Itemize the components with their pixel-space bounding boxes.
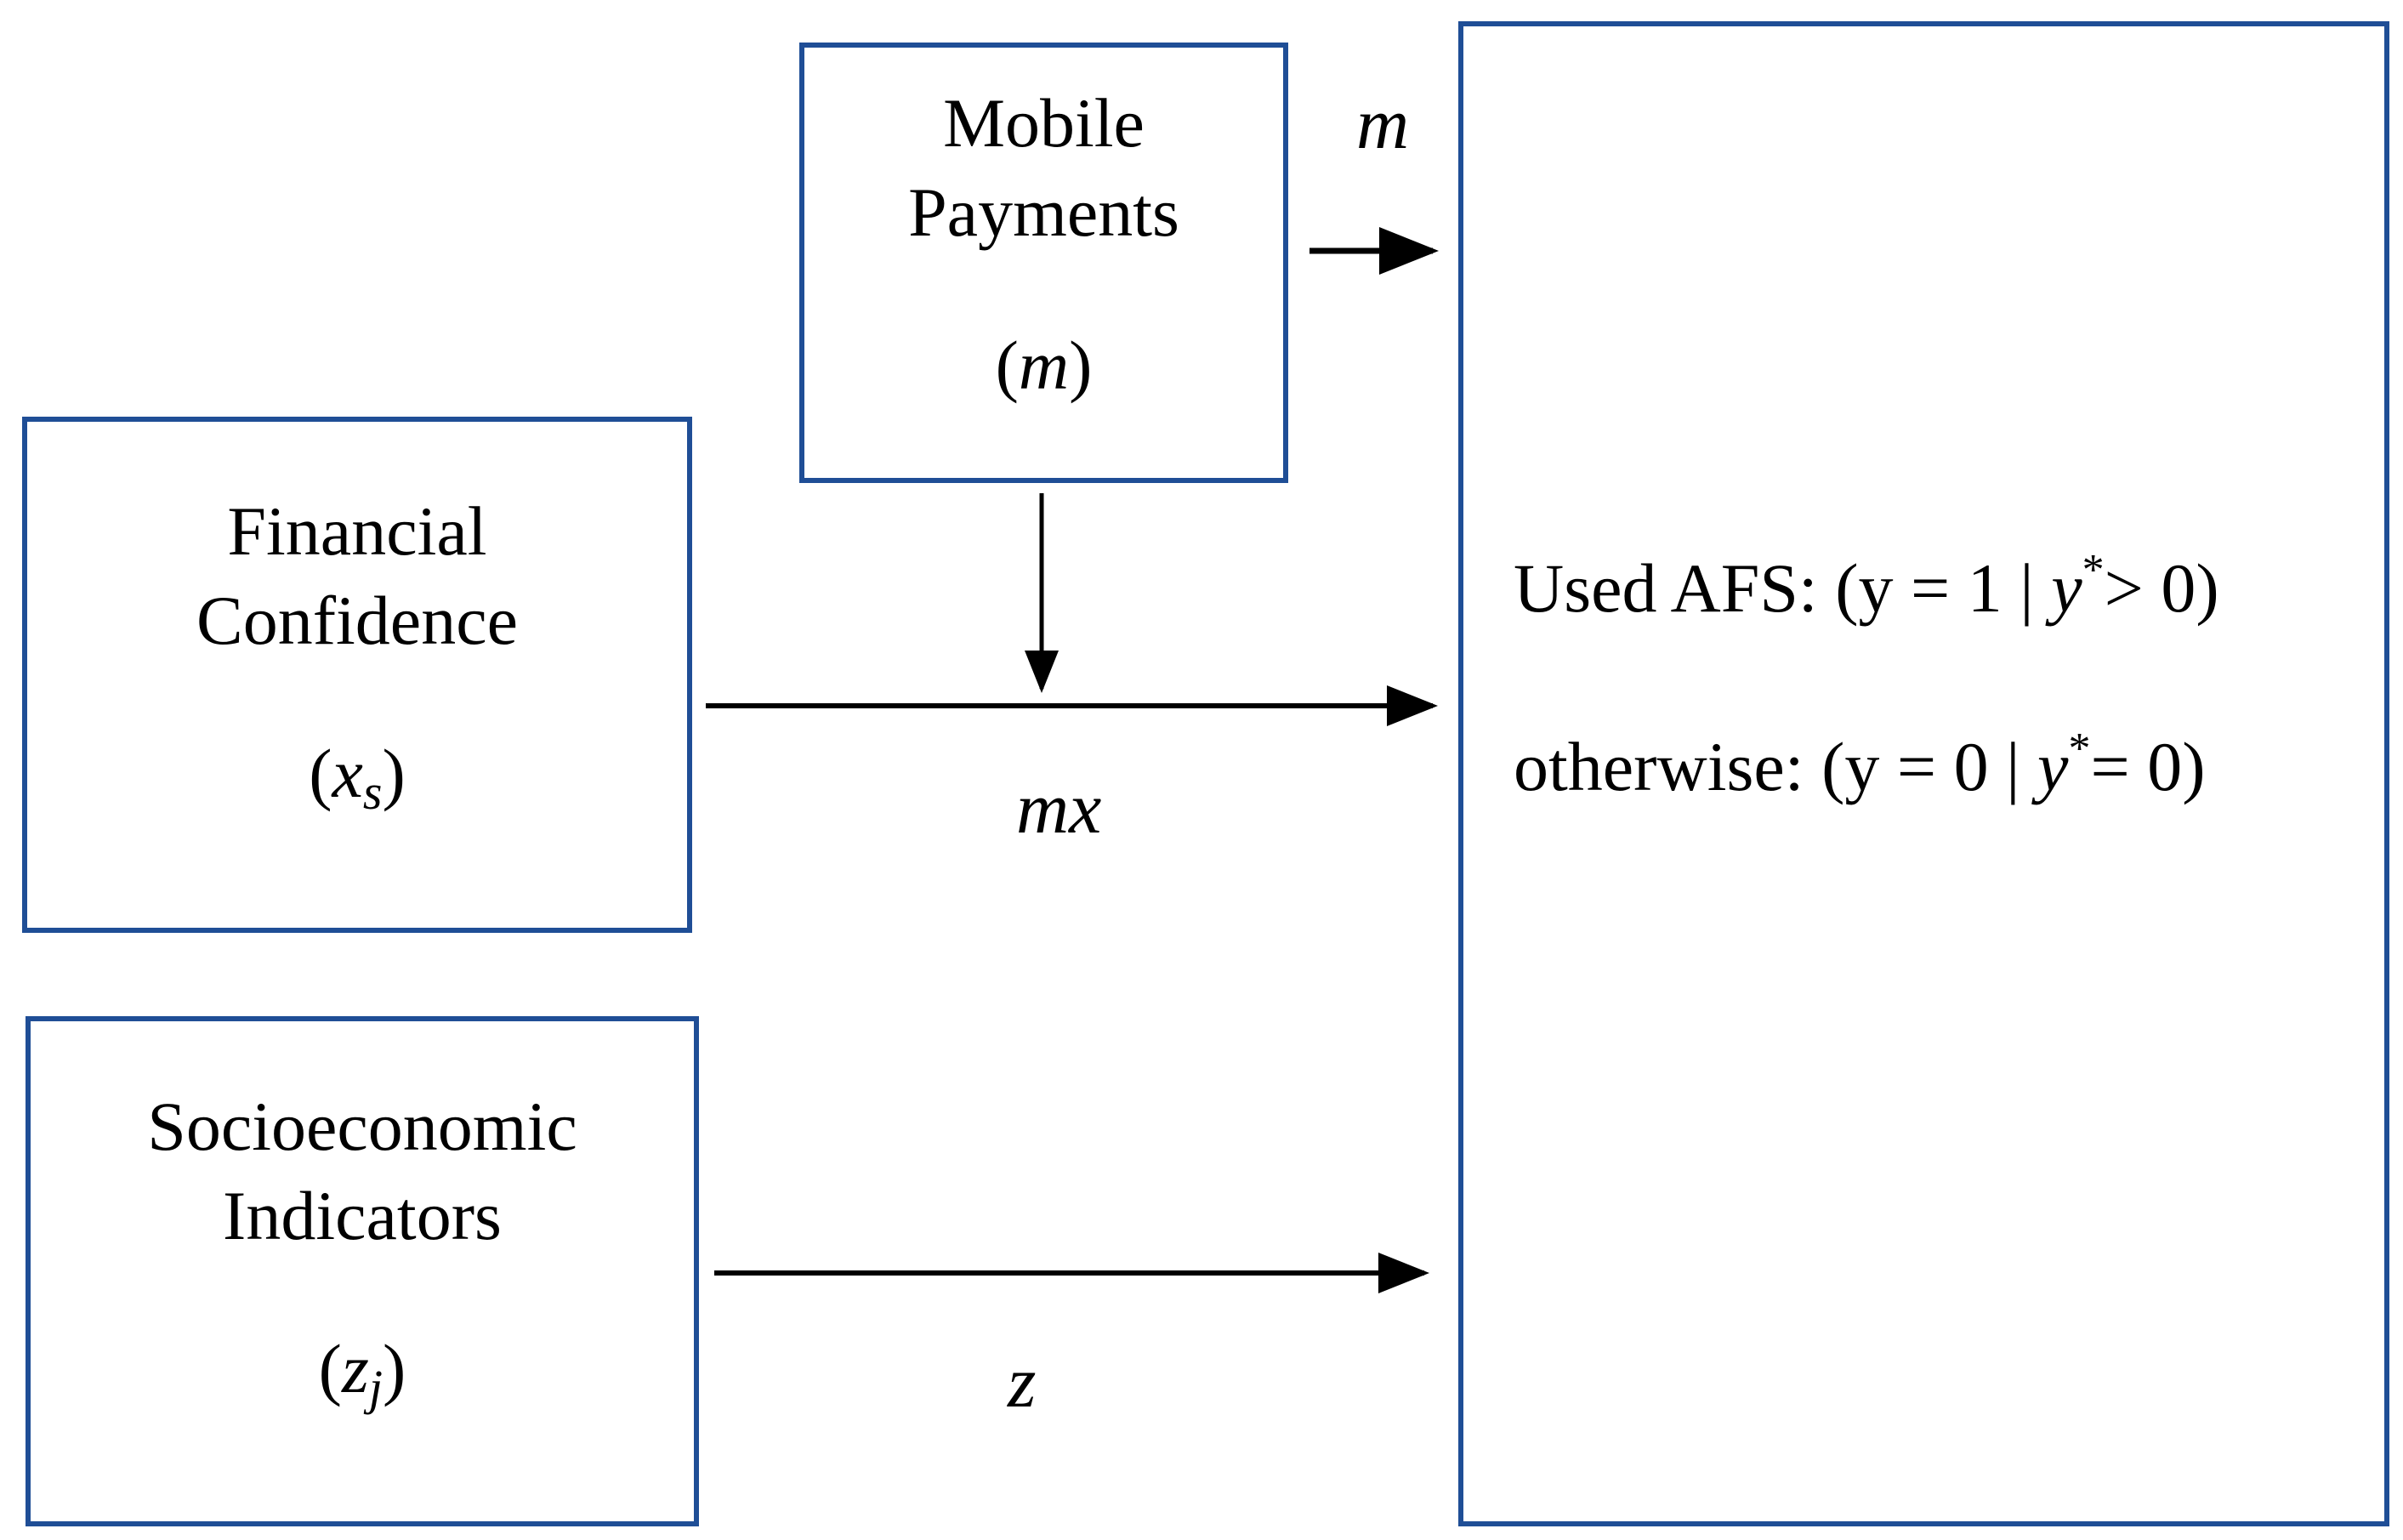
outcome-used-sup: *: [2082, 546, 2105, 594]
outcome-used-prefix: Used AFS: (y = 1 |: [1514, 549, 2052, 627]
financial-confidence-symbol-var: x: [332, 735, 363, 812]
outcome-other-prefix: otherwise: (y = 0 |: [1514, 728, 2038, 805]
socioeconomic-indicators-symbol-open: (: [318, 1330, 342, 1407]
socioeconomic-indicators-symbol-close: ): [383, 1330, 406, 1407]
socioeconomic-indicators-symbol-sub: j: [368, 1360, 383, 1415]
edge-label-z: z: [1008, 1341, 1037, 1423]
financial-confidence-box: Financial Confidence (xs): [22, 417, 692, 933]
outcome-used-afs-line: Used AFS: (y = 1 | y*> 0): [1514, 546, 2219, 628]
socioeconomic-indicators-symbol-var: z: [341, 1330, 369, 1407]
edge-label-mx: mx: [1016, 767, 1102, 849]
edge-label-m: m: [1356, 82, 1410, 164]
financial-confidence-symbol-open: (: [309, 735, 332, 812]
mobile-payments-box: Mobile Payments (m): [799, 43, 1288, 483]
financial-confidence-symbol-sub: s: [362, 764, 383, 820]
financial-confidence-label-line1: Financial: [227, 492, 487, 570]
outcome-used-var: y: [2051, 549, 2082, 627]
socioeconomic-indicators-symbol: (zj): [31, 1323, 694, 1422]
mobile-payments-symbol-var: m: [1018, 327, 1070, 404]
mobile-payments-symbol-open: (: [995, 327, 1019, 404]
outcome-other-sup: *: [2068, 725, 2091, 773]
mobile-payments-label-line2: Payments: [908, 173, 1179, 251]
outcome-used-suffix: > 0): [2104, 549, 2219, 627]
socioeconomic-indicators-box: Socioeconomic Indicators (zj): [26, 1016, 699, 1526]
mobile-payments-symbol-close: ): [1069, 327, 1093, 404]
financial-confidence-label-line2: Confidence: [196, 582, 518, 659]
financial-confidence-symbol-close: ): [382, 735, 406, 812]
outcome-other-var: y: [2037, 728, 2069, 805]
outcome-box: [1458, 21, 2389, 1526]
mobile-payments-label-line1: Mobile: [943, 84, 1145, 162]
socioeconomic-indicators-label-line2: Indicators: [223, 1177, 502, 1254]
outcome-other-suffix: = 0): [2090, 728, 2206, 805]
socioeconomic-indicators-label-line1: Socioeconomic: [147, 1088, 577, 1165]
financial-confidence-symbol: (xs): [27, 728, 687, 827]
mobile-payments-symbol: (m): [804, 320, 1283, 412]
outcome-otherwise-line: otherwise: (y = 0 | y*= 0): [1514, 725, 2206, 807]
